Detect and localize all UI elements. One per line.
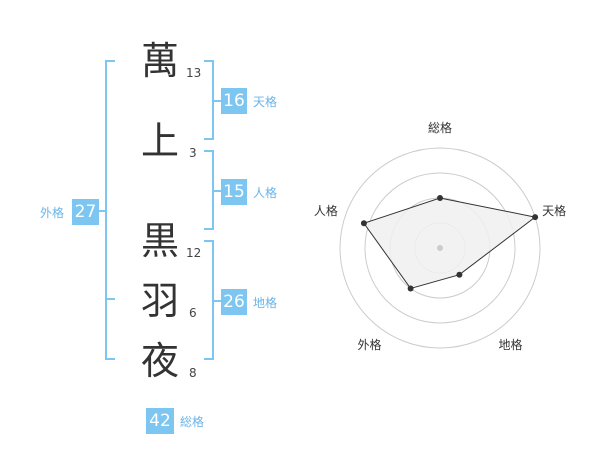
- soukaku-label: 総格: [180, 415, 205, 429]
- name-kanji-4: 羽: [140, 279, 179, 323]
- jinkaku-bracket-tick: [213, 190, 221, 192]
- radar-point-2: [532, 214, 539, 221]
- gaikaku-badge: 27: [72, 199, 99, 225]
- name-kanji-1: 萬: [140, 39, 179, 83]
- tenkaku-badge: 16: [221, 88, 247, 114]
- name-kanji-2: 上: [140, 119, 179, 163]
- gaikaku-bracket-inner-tick: [105, 298, 115, 300]
- tenkaku-bracket-tick: [213, 100, 221, 102]
- radar-point-1: [437, 195, 443, 201]
- radar-point-4: [407, 285, 414, 292]
- stroke-count-2: 3: [189, 146, 197, 160]
- stroke-count-4: 6: [189, 306, 197, 320]
- chikaku-bracket-tick: [213, 300, 221, 302]
- radar-axis-label-1: 総格: [428, 120, 452, 135]
- jinkaku-label: 人格: [253, 186, 278, 200]
- radar-ring-3: [364, 172, 516, 324]
- chikaku-label: 地格: [253, 296, 278, 310]
- radar-point-5: [360, 220, 367, 227]
- radar-axis-label-3: 地格: [499, 337, 523, 352]
- soukaku-badge: 42: [146, 408, 174, 434]
- gaikaku-label: 外格: [40, 206, 65, 220]
- name-kanji-5: 夜: [140, 339, 179, 383]
- radar-center-dot: [437, 245, 443, 251]
- tenkaku-label: 天格: [253, 95, 278, 109]
- stroke-count-5: 8: [189, 366, 197, 380]
- stroke-count-3: 12: [186, 246, 202, 260]
- radar-axis-label-2: 天格: [542, 203, 566, 218]
- gaikaku-bracket-tick: [99, 210, 107, 212]
- radar-ring-4: [339, 147, 541, 349]
- radar-point-3: [456, 271, 463, 278]
- name-kanji-3: 黒: [140, 219, 179, 263]
- radar-axis-label-4: 外格: [357, 337, 381, 352]
- jinkaku-badge: 15: [221, 179, 247, 205]
- stroke-count-1: 13: [186, 66, 202, 80]
- radar-polygon: [363, 197, 537, 290]
- chikaku-badge: 26: [221, 289, 247, 315]
- radar-axis-label-5: 人格: [314, 203, 338, 218]
